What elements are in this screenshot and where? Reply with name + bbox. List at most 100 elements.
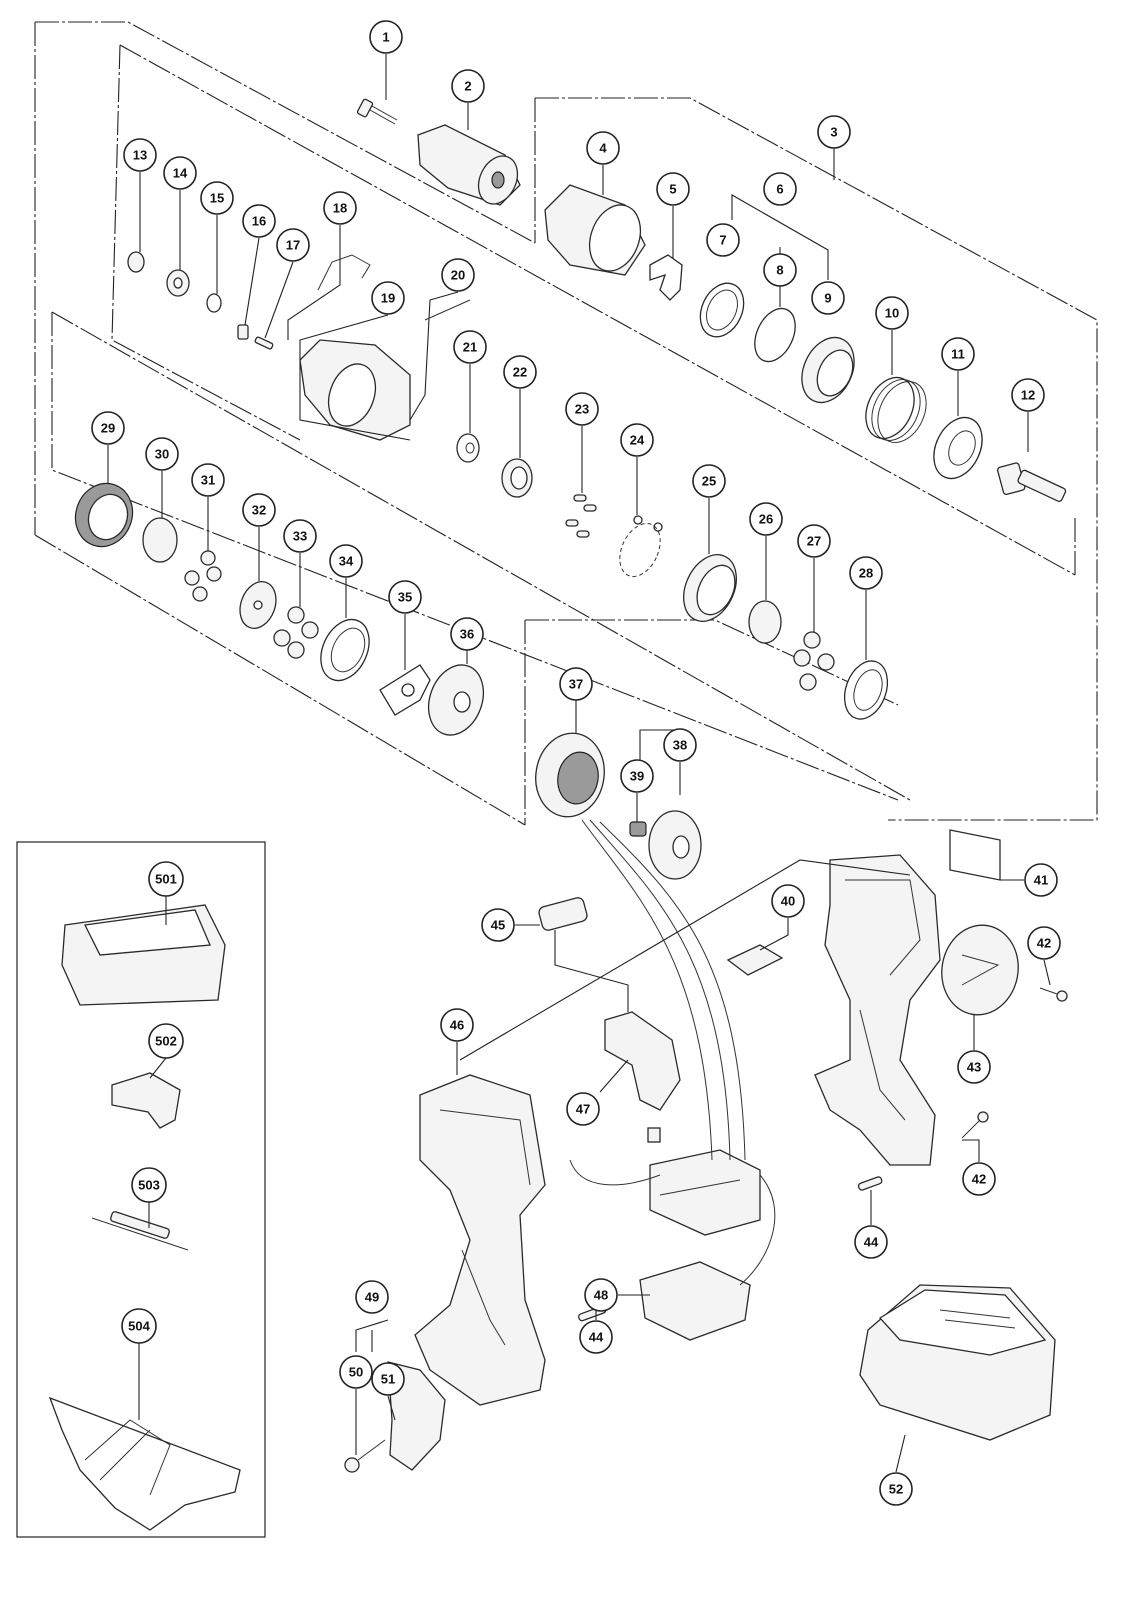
svg-text:29: 29: [101, 421, 115, 436]
part-37-stator: [535, 732, 605, 818]
svg-text:2: 2: [464, 79, 471, 94]
svg-text:30: 30: [155, 447, 169, 462]
callout-41: 41: [1024, 863, 1058, 897]
svg-text:42: 42: [972, 1172, 986, 1187]
svg-text:13: 13: [133, 148, 147, 163]
svg-text:10: 10: [885, 306, 899, 321]
group-outlines: [34, 21, 1098, 826]
callout-47: 47: [566, 1092, 600, 1126]
callouts: 1 2 3 4 5 6 7 8 9 10 11 12 13 14 15 16 1…: [91, 20, 1061, 1506]
svg-text:37: 37: [569, 677, 583, 692]
svg-text:15: 15: [210, 191, 224, 206]
svg-text:11: 11: [951, 347, 965, 362]
part-5-clip: [649, 254, 683, 301]
svg-text:48: 48: [594, 1288, 608, 1303]
svg-text:45: 45: [491, 918, 505, 933]
part-502-belt-hook: [111, 1072, 181, 1129]
part-504-carrying-case: [48, 1396, 241, 1531]
callout-36: 36: [450, 617, 484, 651]
part-8-snap-ring: [754, 307, 796, 363]
callout-39: 39: [620, 759, 654, 793]
svg-text:44: 44: [589, 1330, 604, 1345]
svg-text:20: 20: [451, 268, 465, 283]
part-30-carrier: [142, 517, 178, 563]
part-27-planet-gears: [793, 631, 835, 691]
controller-board: [649, 1149, 761, 1236]
svg-text:33: 33: [293, 529, 307, 544]
callout-503: 503: [131, 1167, 167, 1203]
part-48-holder: [639, 1261, 751, 1341]
part-15-washer: [206, 293, 222, 313]
part-51-hook: [387, 1361, 446, 1471]
svg-text:43: 43: [967, 1060, 981, 1075]
part-13-spring: [127, 251, 145, 273]
part-40-plate: [726, 944, 784, 976]
callout-4: 4: [586, 131, 620, 165]
part-25-internal-gear: [683, 554, 737, 622]
callout-51: 51: [371, 1362, 405, 1396]
svg-text:14: 14: [173, 166, 188, 181]
part-4-clutch-housing: [544, 184, 646, 276]
svg-text:28: 28: [859, 566, 873, 581]
svg-text:19: 19: [381, 291, 395, 306]
svg-text:27: 27: [807, 534, 821, 549]
svg-text:41: 41: [1034, 873, 1048, 888]
part-12-spindle: [997, 462, 1067, 502]
callout-25: 25: [692, 464, 726, 498]
svg-text:501: 501: [155, 872, 177, 887]
callout-42-bottom: 42: [962, 1162, 996, 1196]
callout-42-top: 42: [1027, 926, 1061, 960]
callout-8: 8: [763, 253, 797, 287]
callout-22: 22: [503, 355, 537, 389]
part-52-battery: [859, 1284, 1056, 1441]
svg-text:21: 21: [463, 340, 477, 355]
part-1-screw: [356, 98, 398, 125]
callout-12: 12: [1011, 378, 1045, 412]
svg-text:40: 40: [781, 894, 795, 909]
callout-37: 37: [559, 667, 593, 701]
svg-text:504: 504: [128, 1319, 150, 1334]
callout-20: 20: [441, 258, 475, 292]
callout-11: 11: [941, 337, 975, 371]
housing-right-half: [814, 854, 941, 1166]
callout-44-left: 44: [579, 1320, 613, 1354]
callout-28: 28: [849, 556, 883, 590]
svg-text:38: 38: [673, 738, 687, 753]
part-24-steel-balls: [619, 515, 663, 577]
part-10-spring: [865, 376, 927, 443]
callout-45: 45: [481, 908, 515, 942]
part-2-drill-chuck: [417, 124, 521, 206]
callout-15: 15: [200, 181, 234, 215]
svg-text:16: 16: [252, 214, 266, 229]
part-47-switch: [604, 1011, 681, 1143]
part-38-rotor: [648, 810, 702, 880]
svg-text:42: 42: [1037, 936, 1051, 951]
callout-38: 38: [663, 728, 697, 762]
part-7-ring: [699, 282, 745, 338]
part-9-collar: [801, 336, 855, 404]
part-46-housing-left: [414, 1074, 546, 1406]
svg-text:9: 9: [824, 291, 831, 306]
part-26-planet-carrier: [748, 600, 782, 644]
svg-text:503: 503: [138, 1178, 160, 1193]
svg-text:12: 12: [1021, 388, 1035, 403]
accessory-frame: [16, 841, 266, 1538]
part-42-screws: [961, 987, 1068, 1139]
callout-10: 10: [875, 296, 909, 330]
svg-text:47: 47: [576, 1102, 590, 1117]
part-28-ring: [843, 660, 889, 720]
svg-text:5: 5: [669, 182, 676, 197]
callout-13: 13: [123, 138, 157, 172]
svg-text:4: 4: [599, 141, 607, 156]
callout-9: 9: [811, 281, 845, 315]
callout-50: 50: [339, 1355, 373, 1389]
callout-5: 5: [656, 172, 690, 206]
svg-text:44: 44: [864, 1235, 879, 1250]
part-32-sun-gear-disc: [239, 581, 277, 629]
part-503-bit: [91, 1211, 189, 1251]
svg-text:46: 46: [450, 1018, 464, 1033]
callout-502: 502: [148, 1023, 184, 1059]
callout-2: 2: [451, 69, 485, 103]
part-501-charger: [61, 904, 226, 1006]
